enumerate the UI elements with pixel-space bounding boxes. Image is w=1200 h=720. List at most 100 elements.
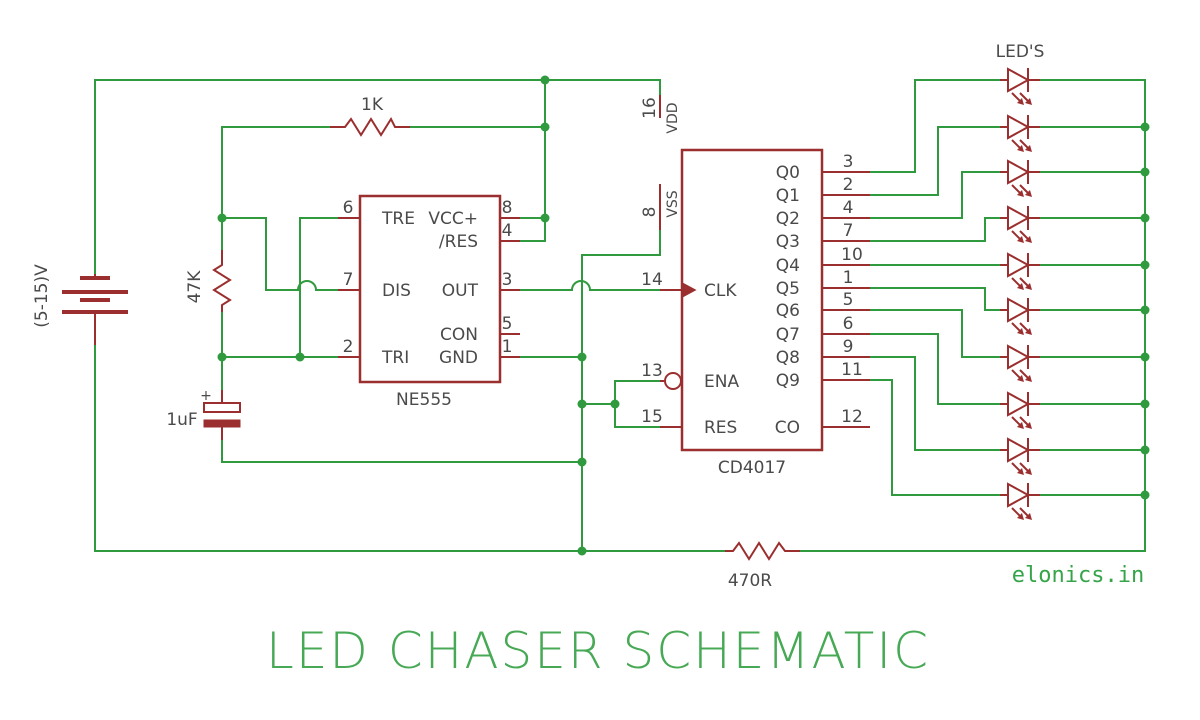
led-symbol	[1000, 252, 1040, 290]
wires	[94, 79, 1146, 552]
brand-watermark: elonics.in	[1012, 563, 1144, 588]
junction-dot	[295, 352, 305, 362]
led-array	[1000, 67, 1040, 520]
led-symbol	[1000, 437, 1040, 475]
battery-symbol	[62, 274, 128, 345]
cd4017-output-number: 9	[843, 337, 854, 357]
cd4017-name: CD4017	[718, 458, 786, 478]
cd4017-output-label: Q2	[776, 209, 800, 229]
cd4017-pin-label: ENA	[704, 372, 739, 392]
junction-dot	[1140, 445, 1150, 455]
junction-dot	[577, 399, 587, 409]
cd4017-co-number: 12	[841, 407, 863, 427]
cd4017-pin-number: 16	[640, 97, 660, 119]
cd4017-output-number: 7	[843, 221, 854, 241]
cd4017-output-number: 10	[841, 245, 863, 265]
junction-dot	[1140, 260, 1150, 270]
cd4017-output-label: Q8	[776, 348, 800, 368]
cd4017-output-label: Q4	[776, 256, 800, 276]
led-symbol	[1000, 205, 1040, 243]
resistor-47k-symbol	[212, 250, 232, 312]
cd4017-pin-label: VSS	[665, 190, 681, 217]
ne555-pin-number: 8	[502, 198, 513, 218]
junction-dot	[577, 352, 587, 362]
ne555-pin-label: GND	[439, 348, 478, 368]
battery-label: (5-15)V	[32, 264, 52, 328]
cd4017-output-number: 6	[843, 314, 854, 334]
cd4017-pin-number: 14	[641, 270, 663, 290]
junction-dot	[540, 213, 550, 223]
junction-dot	[1140, 167, 1150, 177]
cd4017-co-label: CO	[775, 418, 800, 438]
cd4017-output-label: Q0	[776, 163, 800, 183]
led-symbol	[1000, 114, 1040, 152]
page-title: LED CHASER SCHEMATIC	[266, 622, 930, 680]
capacitor-symbol	[203, 390, 241, 440]
junction-dot	[1140, 490, 1150, 500]
junction-dot	[610, 399, 620, 409]
cd4017-chip	[659, 95, 870, 452]
cd4017-output-number: 4	[843, 198, 854, 218]
ne555-pin-label: TRE	[381, 209, 415, 229]
ne555-pin-label: DIS	[382, 281, 411, 301]
led-symbol	[1000, 159, 1040, 197]
junction-dot	[540, 122, 550, 132]
cd4017-output-number: 1	[843, 268, 854, 288]
junction-dot	[1140, 122, 1150, 132]
junction-dot	[577, 457, 587, 467]
ne555-pin-label: VCC+	[428, 209, 478, 229]
junction-dot	[1140, 399, 1150, 409]
led-symbol	[1000, 67, 1040, 105]
ne555-pin-number: 6	[343, 198, 354, 218]
cd4017-output-number: 3	[843, 152, 854, 172]
ne555-pin-number: 4	[502, 221, 513, 241]
capacitor-label: 1uF	[166, 410, 197, 430]
cd4017-pin-label: RES	[704, 418, 737, 438]
resistor-1k-symbol	[330, 116, 410, 137]
junction-dot	[1140, 305, 1150, 315]
cd4017-output-number: 11	[841, 360, 863, 380]
junction-dot	[217, 352, 227, 362]
resistor-47k-label: 47K	[185, 270, 205, 304]
led-symbol	[1000, 344, 1040, 382]
resistor-470r-symbol	[725, 541, 800, 561]
junction-dot	[577, 546, 587, 556]
led-symbol	[1000, 482, 1040, 520]
cd4017-output-label: Q6	[776, 301, 800, 321]
cd4017-pin-label: CLK	[704, 281, 737, 301]
cd4017-output-label: Q7	[776, 325, 800, 345]
cd4017-output-label: Q1	[776, 186, 800, 206]
ne555-pin-label: OUT	[442, 281, 479, 301]
cd4017-output-label: Q5	[776, 279, 800, 299]
ne555-pin-number: 2	[343, 337, 354, 357]
led-symbol	[1000, 297, 1040, 335]
ne555-pin-label: /RES	[439, 232, 478, 252]
ne555-pin-label: TRI	[381, 348, 409, 368]
led-symbol	[1000, 391, 1040, 429]
cd4017-output-number: 2	[843, 175, 854, 195]
resistor-470r-label: 470R	[728, 571, 772, 591]
ne555-pin-number: 5	[502, 314, 513, 334]
cd4017-output-label: Q3	[776, 232, 800, 252]
ne555-name: NE555	[396, 390, 452, 410]
cd4017-pin-label: VDD	[665, 102, 681, 133]
junctions	[217, 75, 1150, 556]
cd4017-pin-number: 8	[640, 207, 660, 218]
cd4017-pin-number: 13	[641, 361, 663, 381]
cd4017-output-number: 5	[843, 290, 854, 310]
resistor-1k-label: 1K	[361, 95, 384, 115]
ne555-pin-number: 3	[502, 270, 513, 290]
junction-dot	[540, 75, 550, 85]
junction-dot	[217, 213, 227, 223]
capacitor-polarity: +	[200, 388, 212, 404]
ne555-chip	[338, 194, 520, 384]
ne555-pin-number: 1	[502, 337, 513, 357]
ne555-pin-label: CON	[440, 325, 478, 345]
junction-dot	[1140, 352, 1150, 362]
leds-label: LED'S	[996, 42, 1045, 62]
cd4017-output-label: Q9	[776, 371, 800, 391]
junction-dot	[1140, 213, 1150, 223]
ne555-pin-number: 7	[343, 270, 354, 290]
cd4017-pin-number: 15	[641, 407, 663, 427]
